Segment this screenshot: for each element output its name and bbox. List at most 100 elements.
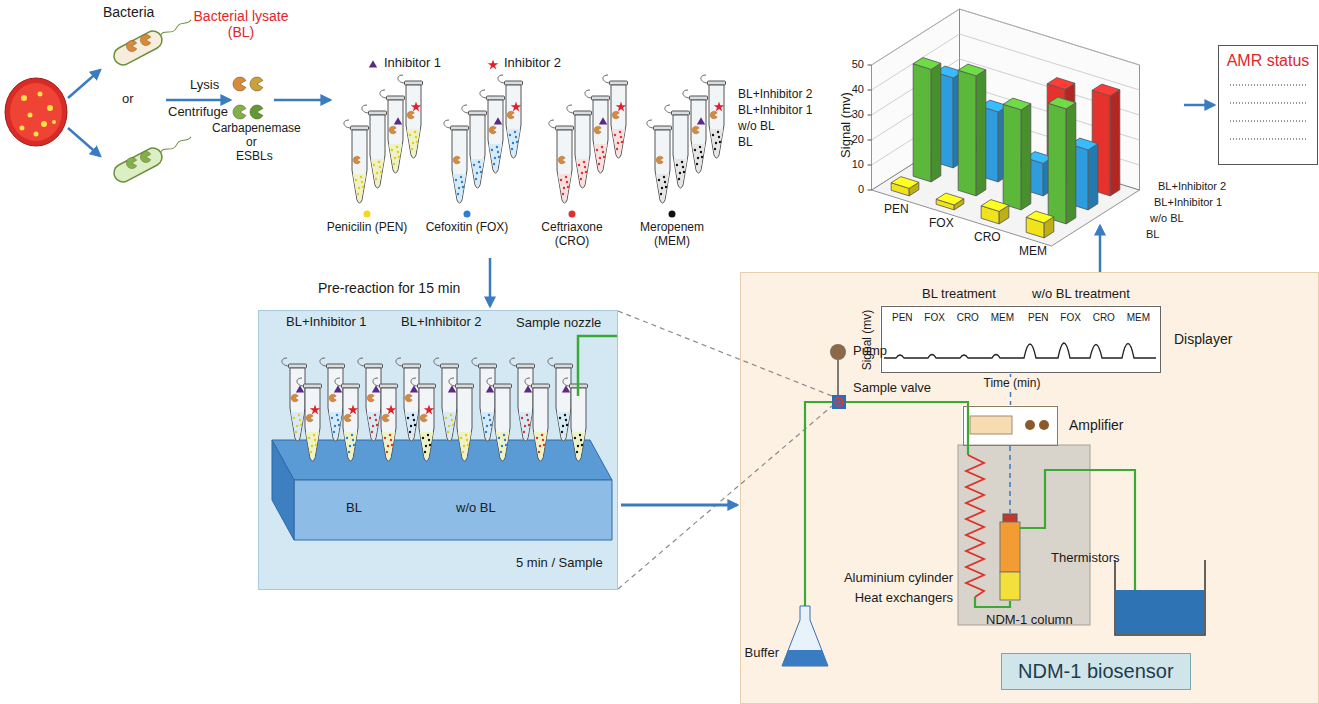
- petri-dish: [10, 83, 62, 141]
- enzyme-label: ESBLs: [236, 150, 273, 164]
- enzyme-symbol: [558, 156, 565, 164]
- eppendorf-tube: [673, 115, 688, 188]
- eppendorf-tube: [462, 186, 464, 188]
- eppendorf-tube: [358, 358, 383, 441]
- eppendorf-tube: [507, 129, 520, 157]
- eppendorf-tube: [416, 141, 418, 143]
- eppendorf-tube: [602, 151, 604, 153]
- category-label: CRO: [974, 231, 1001, 245]
- eppendorf-tube: [398, 156, 400, 158]
- eppendorf-tube: [388, 100, 403, 173]
- eppendorf-tube: [461, 181, 463, 183]
- bar: [958, 64, 986, 76]
- eppendorf-tube: [483, 417, 485, 419]
- flow-tubing: [805, 402, 832, 606]
- eppendorf-tube: [452, 130, 467, 203]
- enzyme-symbol: [612, 111, 619, 119]
- enzyme-symbol: [329, 394, 336, 402]
- eppendorf-tube: [647, 120, 672, 203]
- bar: [1048, 103, 1066, 224]
- eppendorf-tube: [456, 384, 474, 388]
- eppendorf-tube: [479, 166, 481, 168]
- eppendorf-tube: [367, 412, 380, 440]
- eppendorf-tube: [473, 164, 475, 166]
- eppendorf-tube: [494, 117, 502, 124]
- eppendorf-tube: [712, 134, 714, 136]
- eppendorf-tube: [331, 417, 333, 419]
- antibiotic-dot: [464, 211, 471, 218]
- antibiotic-dot: [364, 211, 676, 218]
- eppendorf-tube: [378, 161, 380, 163]
- eppendorf-tube: [407, 129, 420, 157]
- eppendorf-tube: [598, 163, 600, 165]
- eppendorf-tube: [434, 358, 441, 366]
- eppendorf-tube: [424, 404, 434, 414]
- eppendorf-tube: [352, 130, 367, 203]
- eppendorf-tube: [525, 378, 532, 386]
- eppendorf-tube: [566, 424, 568, 426]
- eppendorf-tube: [501, 445, 503, 447]
- eppendorf-tube: [315, 444, 317, 446]
- eppendorf-tube: [358, 358, 365, 366]
- enzyme-symbol: [126, 40, 136, 51]
- eppendorf-tube: [376, 172, 378, 174]
- part-label: Bacteria: [103, 4, 154, 20]
- process-arrow: [1184, 104, 1214, 107]
- eppendorf-tube: [664, 181, 666, 183]
- part-label: Pump: [853, 344, 887, 359]
- eppendorf-tube: [577, 445, 579, 447]
- eppendorf-tube: [710, 129, 723, 157]
- eppendorf-tube: [674, 159, 687, 187]
- eppendorf-tube: [413, 419, 415, 421]
- tube-label: BL+Inhibitor 1: [738, 104, 812, 118]
- bar-chart-3d: [868, 9, 1140, 246]
- eppendorf-tube: [442, 368, 457, 441]
- eppendorf-tube: [382, 432, 395, 460]
- eppendorf-tube: [310, 404, 320, 414]
- eppendorf-tube: [565, 176, 567, 178]
- eppendorf-tube: [561, 431, 563, 433]
- eppendorf-tube: [444, 120, 469, 203]
- eppendorf-tube: [475, 178, 477, 180]
- process-arrow: [166, 99, 230, 102]
- eppendorf-tube: [394, 117, 402, 124]
- petri-dish: [38, 92, 43, 97]
- part-label: Buffer: [745, 646, 779, 661]
- eppendorf-tube: [536, 437, 538, 439]
- enzyme-symbol: [407, 111, 414, 119]
- eppendorf-tube: [458, 432, 471, 460]
- eppendorf-tube: [563, 378, 570, 386]
- bar: [976, 70, 986, 196]
- eppendorf-tube: [718, 136, 720, 138]
- eppendorf-tube: [351, 126, 369, 130]
- eppendorf-tube: [329, 412, 342, 440]
- eppendorf-tube: [451, 126, 469, 130]
- eppendorf-tube: [548, 358, 573, 441]
- eppendorf-tube: [487, 378, 512, 461]
- eppendorf-tube: [405, 81, 423, 85]
- eppendorf-tube: [498, 437, 500, 439]
- eppendorf-tube: [562, 425, 564, 427]
- product-label: Bacterial lysate (BL): [185, 8, 297, 40]
- eppendorf-tube: [654, 126, 672, 130]
- eppendorf-tube: [327, 364, 345, 368]
- eppendorf-tube: [519, 412, 532, 440]
- enzyme-symbol: [692, 126, 699, 134]
- eppendorf-tube: [334, 425, 336, 427]
- eppendorf-tube: [658, 179, 660, 181]
- tube-rack: [272, 440, 294, 540]
- eppendorf-tube: [344, 432, 357, 460]
- ndm1-column: [1000, 572, 1020, 600]
- eppendorf-tube: [505, 444, 507, 446]
- eppendorf-tube: [616, 101, 626, 111]
- eppendorf-tube: [494, 157, 496, 159]
- sample-valve: [835, 398, 843, 406]
- eppendorf-tube: [380, 171, 382, 173]
- eppendorf-tube: [565, 419, 567, 421]
- enzyme-symbol: [140, 34, 150, 45]
- connector-word: or: [122, 92, 134, 107]
- eppendorf-tube: [415, 136, 417, 138]
- eppendorf-tube: [462, 451, 464, 453]
- eppendorf-tube: [491, 149, 493, 151]
- eppendorf-tube: [524, 425, 526, 427]
